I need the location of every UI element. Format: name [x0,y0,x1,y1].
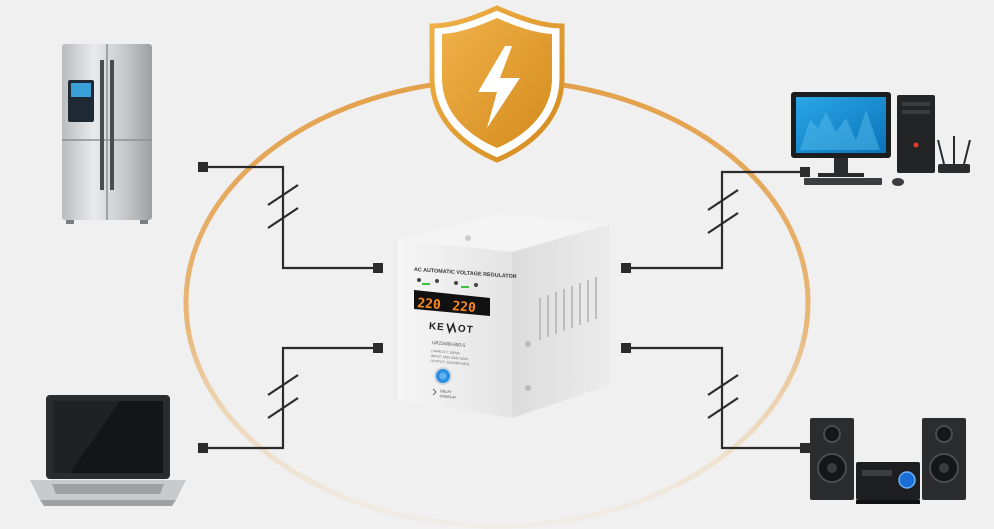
output-voltage-readout: 220 [452,299,477,316]
shield-lightning-icon [429,5,565,163]
model-number: URZ3409-500-S [432,340,466,348]
spec-input: INPUT: 140V-260V 50Hz [431,354,469,361]
laptop-icon [30,395,186,506]
circuit-wiring [204,165,806,450]
brand-logo: KE OT [428,321,474,336]
desktop-computer-icon [791,92,971,186]
voltage-regulator-device: AC AUTOMATIC VOLTAGE REGULATOR 220 220 K… [398,214,610,418]
wire-terminals [198,162,810,453]
brand-prefix: KE [428,321,445,333]
brand-suffix: OT [457,324,474,336]
voltage-display [414,290,490,316]
refrigerator-icon [62,44,152,224]
spec-output: OUTPUT: 220V±8% 50Hz [430,359,469,366]
undelay-label: UNDELAY [439,394,457,399]
audio-system-icon [810,418,966,504]
input-voltage-readout: 220 [417,296,442,313]
delay-label: DELAY [440,389,452,394]
spec-capacity: CAPACITY: 500VA [431,349,460,356]
